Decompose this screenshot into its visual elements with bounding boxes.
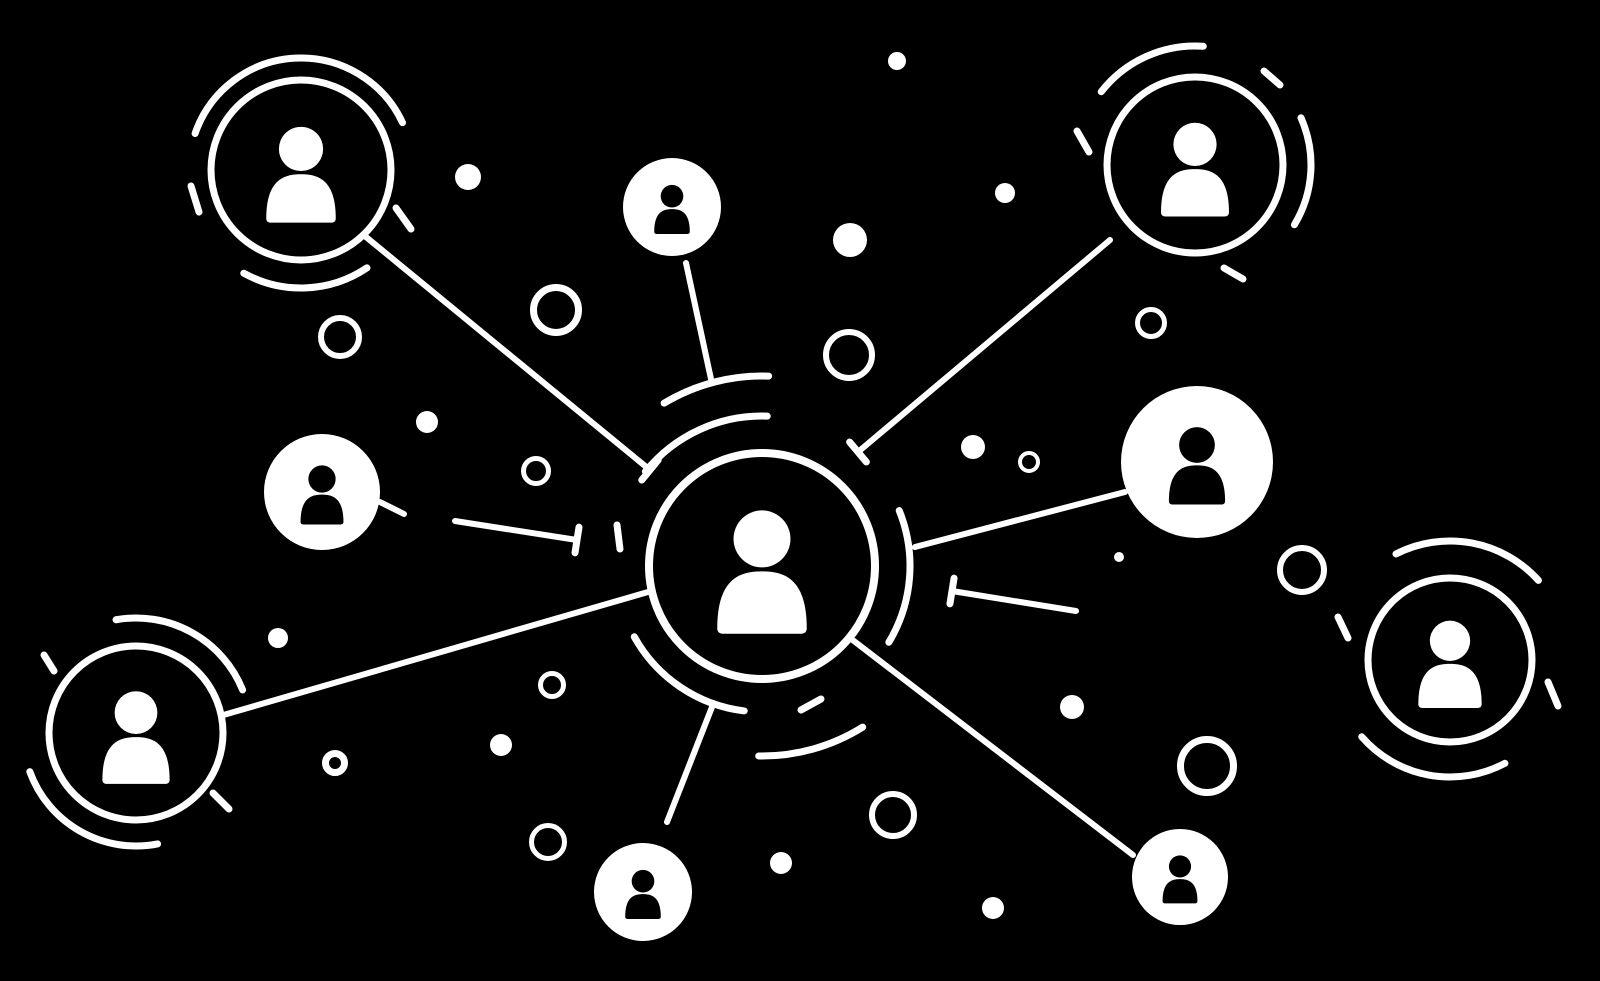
decor-ring xyxy=(869,791,917,839)
decor-ring xyxy=(521,456,551,486)
decor-dash xyxy=(187,182,203,216)
decor-ring xyxy=(318,315,362,359)
connector-line xyxy=(377,499,407,517)
person-icon xyxy=(654,184,690,234)
decor-arc xyxy=(1358,733,1509,781)
decor-dash xyxy=(797,695,825,714)
connector-line xyxy=(363,234,653,473)
decor-dash xyxy=(392,204,415,233)
decor-arc xyxy=(1392,537,1542,584)
person-icon xyxy=(1162,855,1198,904)
decor-arc xyxy=(630,633,748,715)
decor-dot xyxy=(995,183,1015,203)
decor-arc xyxy=(26,768,162,850)
decor-dash xyxy=(1334,613,1352,642)
decor-arc xyxy=(755,723,867,760)
decor-dot xyxy=(268,628,288,648)
connector-line xyxy=(912,489,1128,550)
decor-ring xyxy=(1177,736,1237,796)
connector-line xyxy=(855,237,1113,455)
connector-tick xyxy=(571,523,583,557)
decor-dot xyxy=(1114,552,1124,562)
decor-arc xyxy=(885,507,914,646)
decor-ring xyxy=(1135,307,1167,339)
decor-arc xyxy=(191,54,407,138)
decor-dot xyxy=(888,52,906,70)
decor-arc xyxy=(112,614,247,694)
connector-tick xyxy=(946,574,958,608)
decor-ring xyxy=(530,284,582,336)
connector-line xyxy=(683,260,714,382)
decor-dash xyxy=(1220,264,1247,283)
decor-ring xyxy=(538,671,566,699)
decor-arc xyxy=(1097,42,1207,96)
decor-dot xyxy=(455,164,481,190)
connector-line xyxy=(452,518,580,543)
decor-dot xyxy=(833,223,867,257)
connector-tick xyxy=(846,438,870,466)
decor-dot xyxy=(982,897,1004,919)
decor-dot xyxy=(490,734,512,756)
decor-dash xyxy=(1260,67,1284,89)
decor-dot xyxy=(961,435,985,459)
person-icon xyxy=(266,126,336,223)
decor-dash xyxy=(40,651,58,675)
connector-line xyxy=(949,588,1079,614)
decor-arc xyxy=(660,372,773,407)
decor-ring xyxy=(1277,545,1327,595)
decor-arc xyxy=(240,264,371,292)
decor-ring xyxy=(823,329,875,381)
decor-arc xyxy=(641,412,771,476)
decor-ring xyxy=(529,823,567,861)
connector-line xyxy=(847,635,1136,858)
connector-line xyxy=(664,704,715,825)
person-icon xyxy=(300,465,344,525)
person-icon xyxy=(102,691,170,784)
connector-line xyxy=(217,589,651,719)
decor-arc xyxy=(1290,114,1315,229)
person-icon xyxy=(1161,122,1229,217)
decor-dot xyxy=(416,411,438,433)
person-icon xyxy=(1168,427,1226,505)
decor-dash xyxy=(613,521,624,553)
person-icon xyxy=(625,869,661,919)
decor-dot xyxy=(1060,695,1084,719)
decor-dash xyxy=(1073,127,1093,156)
decor-ring xyxy=(322,750,348,776)
person-icon xyxy=(1418,620,1482,708)
person-icon xyxy=(717,510,807,634)
decor-ring xyxy=(1018,451,1040,473)
decor-dash xyxy=(209,789,233,813)
decor-dash xyxy=(1544,678,1562,710)
decor-dot xyxy=(770,852,792,874)
